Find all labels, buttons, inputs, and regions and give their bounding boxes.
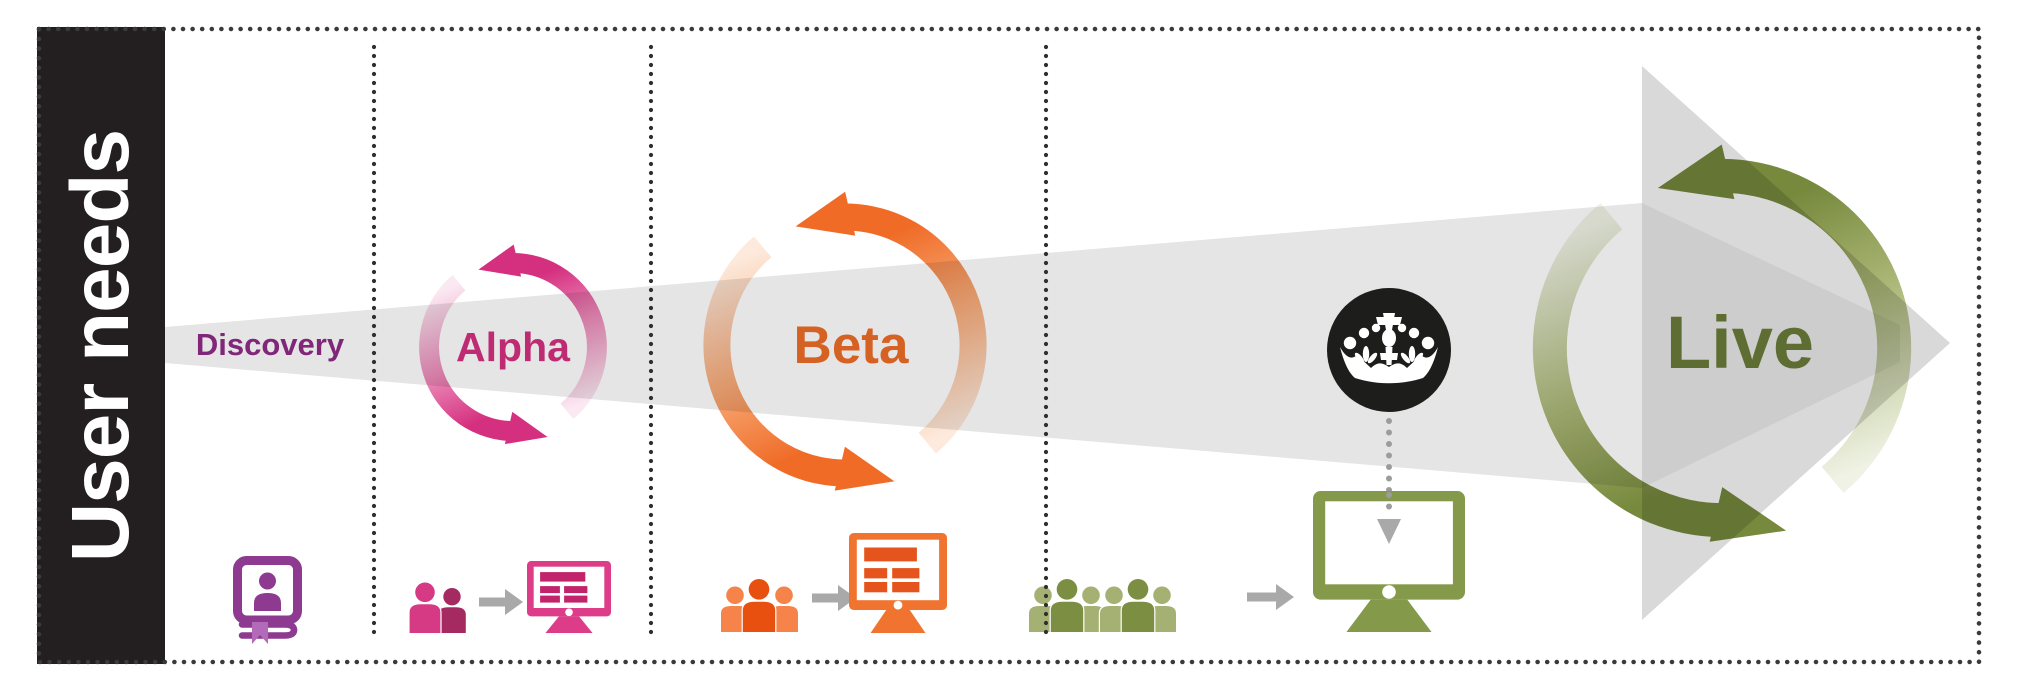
three-users-icon	[719, 577, 800, 634]
two-users-icon	[408, 581, 467, 635]
phase-dividers	[371, 44, 1049, 644]
flow-arrow-tail	[165, 203, 1642, 488]
phase-label-alpha: Alpha	[456, 324, 570, 370]
live-cycle-icon	[1532, 144, 1912, 542]
sidebar-title: User needs	[37, 27, 165, 664]
monitor-empty-icon-live	[1313, 491, 1465, 632]
step-arrow-alpha-icon	[479, 589, 523, 615]
crown-connector-tip	[1377, 492, 1401, 544]
phase-label-live: Live	[1665, 301, 1815, 384]
flow-arrow-overlap-shade	[1642, 203, 1900, 488]
beta-cycle-icon	[703, 191, 987, 491]
step-arrow-beta-icon	[812, 585, 856, 611]
monitor-content-icon-alpha	[527, 561, 611, 633]
user-research-book-icon	[233, 556, 302, 644]
phase-label-discovery: Discovery	[195, 327, 345, 362]
six-users-icon	[1027, 577, 1178, 634]
govuk-crown-icon	[1327, 288, 1451, 412]
monitor-content-icon-beta	[849, 533, 947, 633]
flow-arrow-head	[1642, 66, 1950, 620]
user-needs-sidebar	[37, 27, 165, 664]
step-arrow-live-icon	[1247, 584, 1294, 610]
flow-arrow	[165, 66, 1950, 620]
alpha-cycle-icon	[419, 244, 607, 445]
dotted-frame	[36, 26, 1982, 665]
user-needs-label: User needs	[55, 129, 146, 562]
phase-label-beta: Beta	[793, 316, 909, 375]
